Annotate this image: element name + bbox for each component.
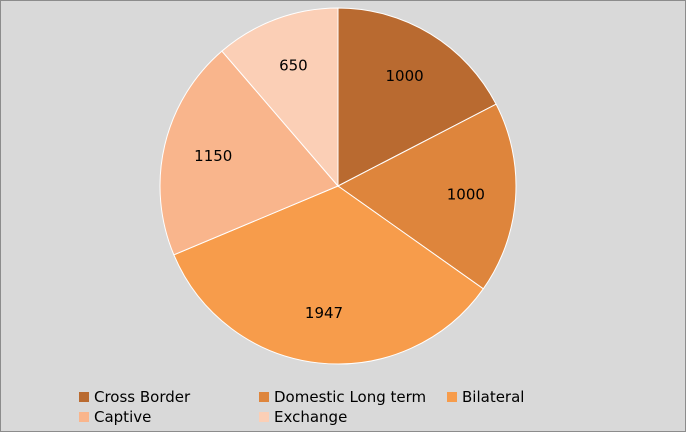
data-label-bilateral: 1947 <box>305 304 343 322</box>
pie-slice-captive <box>159 50 339 256</box>
data-label-exchange: 650 <box>279 56 308 74</box>
legend-swatch <box>79 392 89 402</box>
legend-item-domestic-long-term: Domestic Long term <box>259 387 447 407</box>
legend-swatch <box>447 392 457 402</box>
legend-swatch <box>79 412 89 422</box>
legend-item-cross-border: Cross Border <box>79 387 259 407</box>
pie-data-labels: 1000 1000 1947 1150 650 <box>194 56 485 322</box>
legend-label: Captive <box>94 408 152 426</box>
legend-label: Exchange <box>274 408 348 426</box>
legend-swatch <box>259 392 269 402</box>
pie-slices <box>159 7 517 365</box>
pie-slice-domestic-long-term <box>337 103 517 290</box>
legend-item-captive: Captive <box>79 407 259 427</box>
data-label-cross-border: 1000 <box>386 67 424 85</box>
legend-item-exchange: Exchange <box>259 407 447 427</box>
pie-slice-cross-border <box>337 7 497 187</box>
legend-label: Cross Border <box>94 388 191 406</box>
data-label-captive: 1150 <box>194 147 232 165</box>
legend-label: Bilateral <box>462 388 525 406</box>
pie-slice-exchange <box>221 7 339 188</box>
legend-label: Domestic Long term <box>274 388 427 406</box>
legend-swatch <box>259 412 269 422</box>
data-label-domestic-long-term: 1000 <box>447 185 485 203</box>
pie-slice-bilateral <box>173 185 485 365</box>
legend-item-bilateral: Bilateral <box>447 387 587 407</box>
